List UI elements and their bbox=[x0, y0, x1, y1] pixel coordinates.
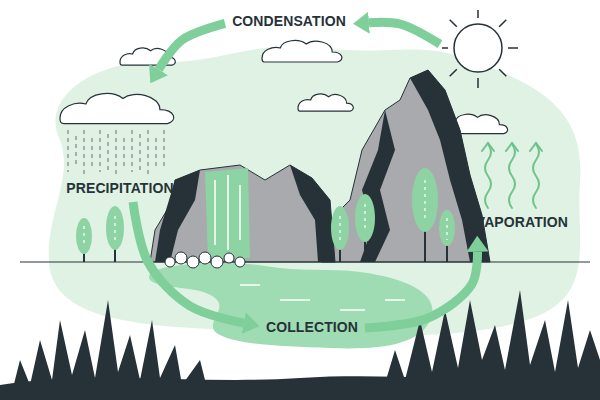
rock bbox=[235, 257, 245, 267]
cycle-arrow bbox=[159, 23, 225, 69]
mountain-shadow bbox=[410, 70, 490, 262]
stage-name: COLLECTION bbox=[266, 319, 358, 335]
condensation-stage: CONDENSATION bbox=[225, 9, 353, 35]
stage-name: CONDENSATION bbox=[232, 13, 346, 29]
collection-stage: COLLECTION bbox=[259, 315, 365, 341]
sun-rays bbox=[442, 10, 518, 88]
rock bbox=[224, 253, 234, 263]
rock bbox=[199, 252, 211, 264]
cycle-arrow bbox=[133, 202, 244, 323]
splash-rocks bbox=[165, 252, 245, 268]
mountain bbox=[322, 70, 490, 262]
tree bbox=[106, 206, 124, 250]
ground-line bbox=[20, 262, 590, 263]
waterfall bbox=[205, 168, 250, 258]
rain-drops bbox=[68, 130, 164, 174]
rock bbox=[187, 256, 199, 268]
stage-name: PRECIPITATION bbox=[66, 180, 173, 196]
vapour-line bbox=[533, 144, 539, 208]
precipitation-stage: PRECIPITATION bbox=[55, 82, 185, 202]
vapour-head bbox=[506, 143, 518, 151]
rain-cloud bbox=[60, 94, 174, 124]
small-cloud bbox=[298, 94, 353, 111]
sun bbox=[454, 24, 502, 72]
cliff-shadow bbox=[290, 165, 335, 262]
evaporation-stage: EVAPORATION bbox=[440, 18, 574, 236]
small-cloud bbox=[262, 41, 342, 62]
tree bbox=[412, 168, 438, 232]
vapour-line bbox=[509, 144, 515, 208]
cliff bbox=[150, 165, 335, 262]
cycle-arrow bbox=[365, 252, 478, 328]
stage-name: EVAPORATION bbox=[466, 214, 568, 230]
tree bbox=[331, 206, 349, 250]
rock bbox=[175, 252, 187, 264]
vapour-line bbox=[485, 144, 491, 208]
rock bbox=[211, 256, 223, 268]
rock bbox=[165, 257, 175, 267]
ground-band bbox=[0, 376, 600, 400]
vapour-arrows bbox=[482, 143, 542, 208]
vapour-head bbox=[530, 143, 542, 151]
vapour-head bbox=[482, 143, 494, 151]
waterfall-streaks bbox=[215, 175, 240, 250]
river-ripples bbox=[240, 285, 405, 310]
cycle-arrow bbox=[369, 22, 440, 44]
